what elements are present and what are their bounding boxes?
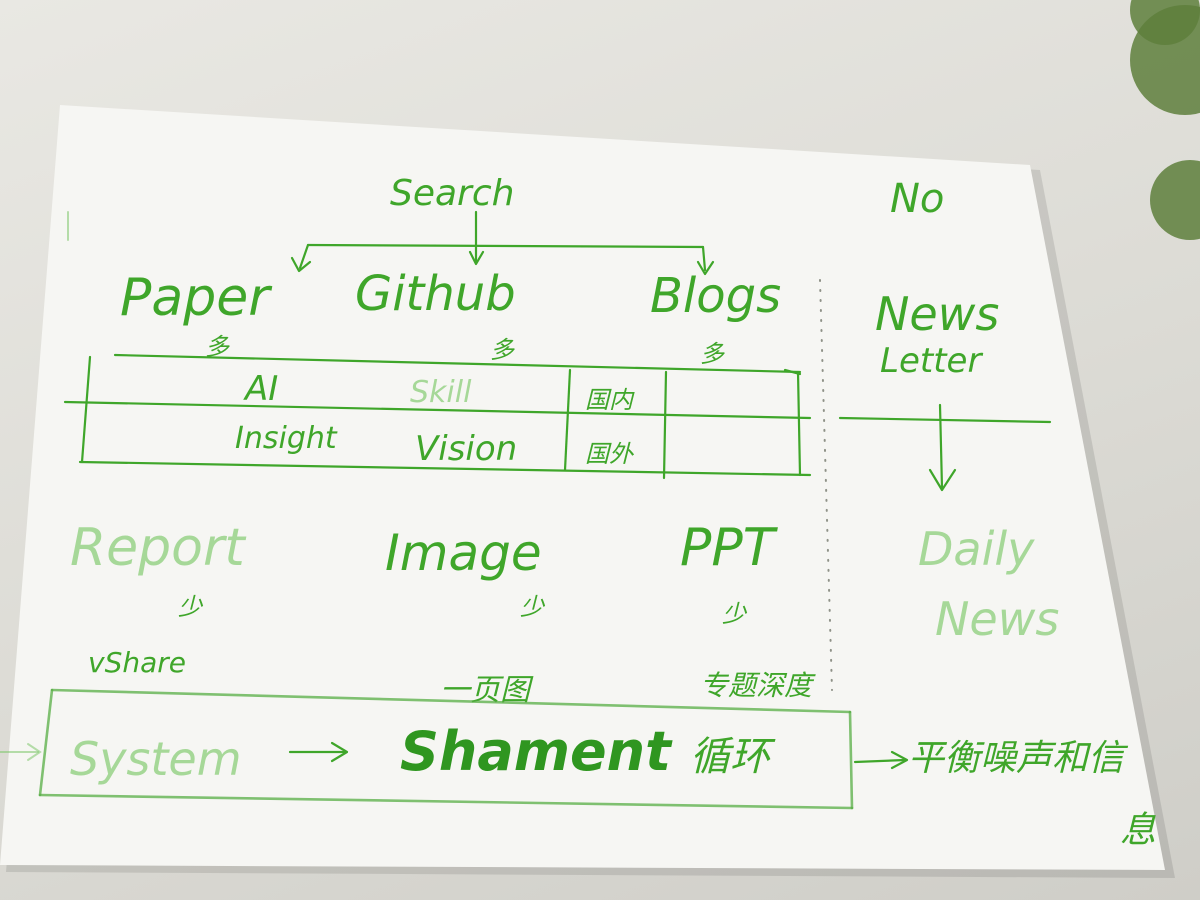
- label-github: Github: [355, 266, 516, 322]
- label-cycle-cn: 循环: [690, 734, 776, 780]
- cell-insight: Insight: [235, 421, 338, 456]
- category-table: [63, 353, 1052, 480]
- label-search: Search: [390, 173, 514, 214]
- label-daily: Daily: [918, 522, 1035, 576]
- label-news: News: [875, 287, 999, 341]
- label-info-cn: 息: [1120, 810, 1156, 851]
- label-no: No: [890, 176, 944, 222]
- mark-ppt-less: 少: [722, 600, 748, 628]
- arrow-system-to-shament: [288, 741, 349, 763]
- cell-domestic: 国内: [585, 386, 635, 414]
- label-blogs: Blogs: [650, 268, 781, 324]
- mark-image-less: 少: [520, 593, 546, 621]
- label-ppt: PPT: [680, 518, 779, 578]
- newsletter-arrow: [928, 403, 957, 492]
- plant-foliage: [1130, 0, 1200, 240]
- label-balance-cn: 平衡噪声和信: [908, 738, 1129, 779]
- note-vshare: vShare: [88, 646, 186, 679]
- dotted-divider: [819, 279, 833, 691]
- label-image: Image: [385, 524, 542, 582]
- cell-vision: Vision: [415, 429, 517, 469]
- paper-sheet: [0, 105, 1165, 870]
- label-letter: Letter: [880, 341, 983, 381]
- cell-skill: Skill: [410, 375, 472, 410]
- cell-ai: AI: [243, 369, 278, 409]
- note-deep-dive: 专题深度: [700, 669, 816, 702]
- label-paper: Paper: [120, 268, 273, 328]
- label-shament: Shament: [400, 720, 673, 783]
- system-box: [0, 688, 854, 810]
- label-daily-news: News: [935, 592, 1059, 646]
- mark-report-less: 少: [178, 593, 204, 621]
- mark-blogs-multi: 多: [700, 340, 725, 368]
- label-system: System: [70, 732, 242, 786]
- label-report: Report: [70, 518, 246, 578]
- mark-github-multi: 多: [490, 336, 515, 364]
- arrow-cycle-to-balance: [853, 750, 909, 770]
- cell-foreign: 国外: [585, 440, 635, 468]
- search-branch-arrows: [67, 210, 715, 276]
